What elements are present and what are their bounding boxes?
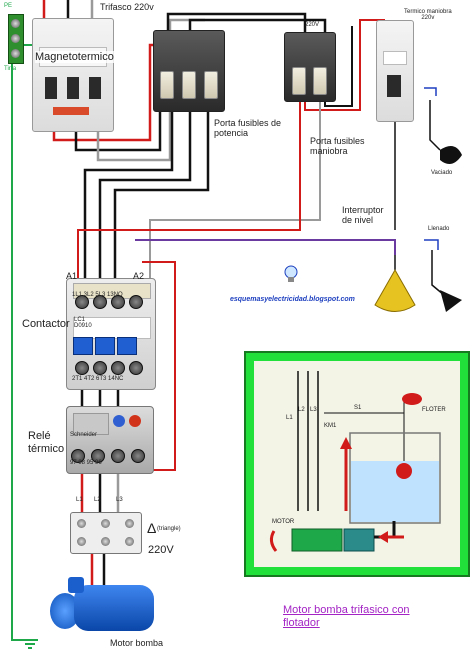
trifasico-label: Trifasco 220v: [100, 2, 154, 12]
wire-pot-cont-2: [98, 110, 192, 285]
inset-km-label: KM1: [324, 423, 337, 429]
termico-maniobra-breaker: [376, 20, 414, 122]
inset-float-icon: [396, 463, 412, 479]
diagram-title: Motor bomba trifasico con flotador: [283, 604, 410, 629]
a1-label: A1: [66, 271, 78, 281]
wire-top-bridge-1: [166, 12, 307, 35]
wire-man-term-1: [304, 19, 385, 111]
relay-terminals-label: 97 98 95 96: [70, 460, 102, 466]
wire-man-term-2: [324, 26, 353, 107]
llenado-label: Llenado: [428, 226, 450, 232]
fuse-holder-potencia: [153, 30, 225, 112]
interruptor-nivel-label: Interruptor de nivel: [342, 205, 384, 225]
relay-brand-label: Schneider: [70, 432, 98, 438]
termico-maniobra-label: Termico maniobra 220v: [404, 9, 452, 21]
wire-top-bridge-2: [188, 18, 327, 35]
contactor-label: Contactor: [22, 318, 70, 330]
contactor-model-label: LC1 D0910: [74, 317, 92, 329]
float-vaciado-icon: [424, 87, 462, 164]
inset-arrow-up-icon: [340, 437, 352, 449]
ground-icon: [22, 639, 38, 649]
inset-illustration: L1 L2 L3 S1 FLOTER KM1 MOTOR: [244, 351, 470, 577]
rele-termico-device: [66, 406, 154, 474]
inset-l2-label: L2: [298, 407, 305, 413]
inset-svg: [269, 371, 441, 552]
wire-pot-cont-1: [83, 110, 174, 285]
porta-fusibles-maniobra-label: Porta fusibles maniobra: [310, 136, 365, 156]
wire-purple-float: [135, 239, 396, 255]
magnetotermico-label: Magnetotermico: [35, 51, 114, 63]
l3-label: L3: [116, 497, 123, 503]
l1-label: L1: [76, 497, 83, 503]
delta-symbol: Δ: [147, 520, 157, 536]
l2-label: L2: [94, 497, 101, 503]
vaciado-label: Vaciado: [431, 170, 453, 176]
rele-termico-label: Relé térmico: [28, 430, 65, 455]
inset-arrow-left-icon: [378, 531, 388, 543]
inset-floter-label: FLOTER: [422, 407, 446, 413]
porta-fusibles-potencia-label: Porta fusibles de potencia: [214, 118, 282, 138]
motor-bomba-label: Motor bomba: [110, 638, 164, 648]
v220-top-label: 220V: [305, 22, 320, 28]
inset-l1-label: L1: [286, 415, 293, 421]
wire-control-grey: [149, 100, 321, 285]
wire-a2: [142, 261, 176, 471]
magnetotermico-breaker: [32, 18, 114, 132]
wire-mt-fuse-3: [96, 18, 205, 162]
inset-rotation-icon: [269, 530, 278, 552]
contactor-device: [66, 278, 156, 390]
motor-terminal-box: [70, 512, 142, 554]
a2-label: A2: [133, 271, 145, 281]
v220-motor-label: 220V: [148, 544, 174, 556]
fuse-holder-maniobra: [284, 32, 336, 102]
contactor-top-terminals-label: 1L1 3L2 5L3 13NO: [72, 292, 123, 298]
earth-terminal-block: [8, 14, 24, 64]
contactor-bottom-terminals-label: 2T1 4T2 6T3 14NC: [72, 376, 124, 382]
motor-bomba-device: [50, 575, 158, 635]
inset-motor-label: MOTOR: [272, 519, 295, 525]
tierra-label: Tirra: [4, 66, 17, 72]
website-label: esquemasyelectricidad.blogspot.com: [230, 296, 355, 303]
earth-wire: [11, 30, 30, 641]
inset-l3-label: L3: [310, 407, 317, 413]
pe-label: PE: [4, 3, 13, 9]
wire-control-a1: [77, 100, 301, 285]
float-llenado-icon: [424, 239, 462, 312]
delta-text-label: (triangle): [157, 526, 181, 532]
float-main-icon: [374, 255, 416, 312]
lightbulb-icon: [284, 265, 298, 282]
inset-s1-label: S1: [354, 405, 362, 411]
wire-pot-cont-3: [113, 110, 210, 285]
